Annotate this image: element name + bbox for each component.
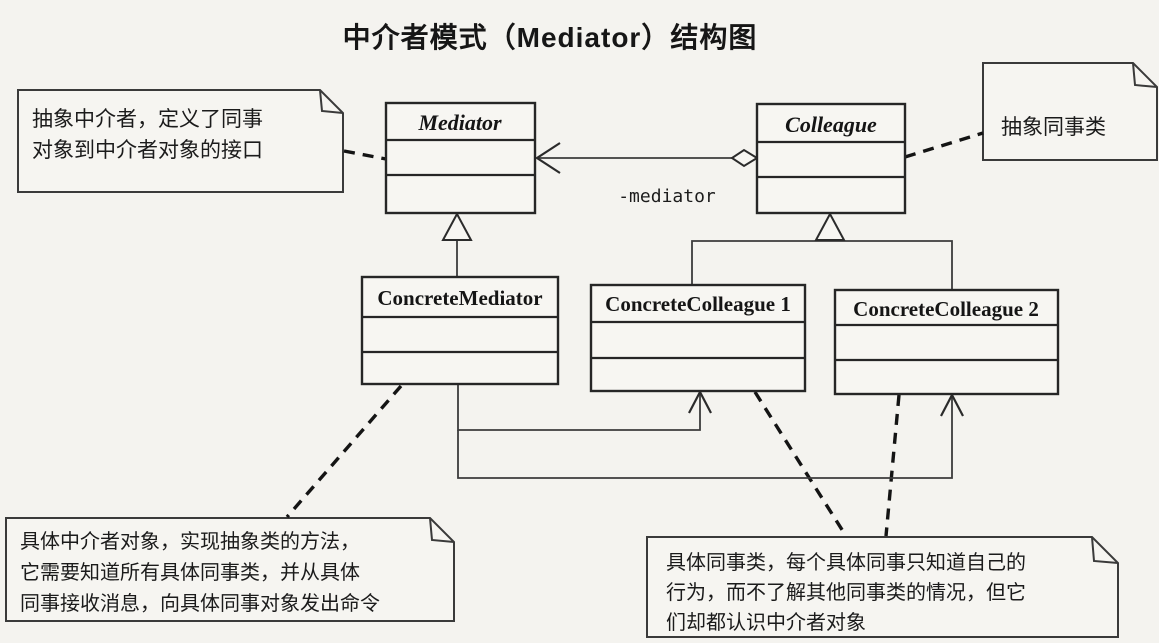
association-line-to-concretecolleague1 [457,384,701,431]
aggregation-diamond [730,148,759,168]
association-line-to-concretecolleague2 [457,396,953,479]
note-shape-bottom-right [646,536,1119,638]
note-text-abstract-mediator: 抽象中介者，定义了同事 对象到中介者对象的接口 [32,108,263,162]
note-shape-top-left [17,89,344,193]
diagram-title: 中介者模式（Mediator）结构图 [342,22,758,53]
dashed-link-concretecolleague2-to-note [884,394,901,537]
note-text-concrete-colleague: 具体同事类，每个具体同事只知道自己的 行为，而不了解其他同事类的情况，但它 们却… [666,552,1026,634]
class-box-colleague: Colleague [755,102,907,215]
class-box-concrete-mediator: ConcreteMediator [360,275,560,386]
note-shape-top-right [982,62,1158,161]
inheritance-triangle-colleague [814,211,846,241]
class-name-colleague: Colleague [785,112,877,137]
class-box-mediator: Mediator [384,101,537,215]
inheritance-triangle-mediator [441,211,473,241]
dashed-link-colleague-to-note [904,131,984,159]
class-name-mediator: Mediator [417,110,502,135]
class-box-concrete-colleague-2: ConcreteColleague 2 [833,288,1060,396]
dashed-link-note-to-mediator [343,149,387,161]
note-text-concrete-mediator: 具体中介者对象，实现抽象类的方法， 它需要知道所有具体同事类，并从具体 同事接收… [20,531,380,615]
dashed-link-concretemediator-to-note [285,384,403,519]
class-name-concrete-colleague-2: ConcreteColleague 2 [853,297,1039,321]
note-text-abstract-colleague: 抽象同事类 [1001,116,1106,139]
note-shape-bottom-left [5,517,455,622]
inheritance-line-concretecolleagues [691,240,953,290]
open-arrowhead-into-mediator [534,142,561,174]
class-box-concrete-colleague-1: ConcreteColleague 1 [589,283,807,393]
class-name-concrete-mediator: ConcreteMediator [377,286,542,310]
class-name-concrete-colleague-1: ConcreteColleague 1 [605,292,791,316]
association-role-label: -mediator [618,186,716,207]
dashed-link-concretecolleague1-to-note [753,391,848,537]
